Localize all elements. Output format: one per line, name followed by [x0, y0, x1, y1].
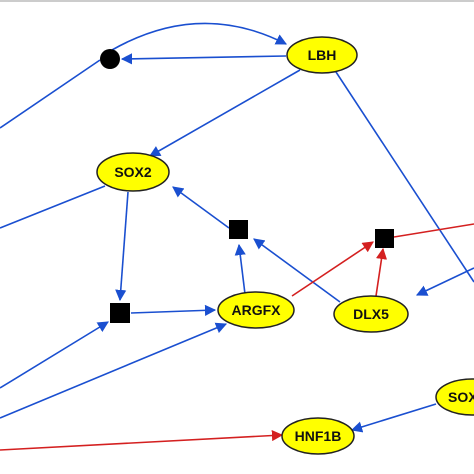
- edge-square-mid-to-sox2: [172, 186, 230, 229]
- node-lbh[interactable]: LBH: [286, 36, 358, 74]
- node-dlx5-label: DLX5: [353, 306, 389, 322]
- edge-left-to-argfx: [0, 322, 228, 419]
- edge-dlx5-to-square-right: [375, 247, 388, 297]
- edge-left-to-square-bottom: [0, 321, 109, 389]
- node-sox2[interactable]: SOX2: [96, 152, 170, 192]
- edge-dlx5-to-square-mid: [253, 238, 341, 303]
- node-hnf1b[interactable]: HNF1B: [281, 417, 355, 455]
- node-argfx-label: ARGFX: [232, 302, 282, 318]
- node-sox2-label: SOX2: [114, 164, 152, 180]
- edge-right-to-square-right: [393, 223, 474, 238]
- edge-left-to-dot: [0, 59, 101, 129]
- edge-dot-to-lbh: [111, 22, 287, 51]
- node-lbh-label: LBH: [308, 47, 337, 63]
- node-dlx5[interactable]: DLX5: [333, 295, 409, 333]
- node-sox-partial[interactable]: SOX: [435, 378, 474, 416]
- edge-left-to-hnf1b: [0, 429, 284, 451]
- complex-square-right: [375, 229, 394, 248]
- edge-sox2-to-square-bottom: [115, 191, 129, 302]
- edge-argfx-to-square-mid: [234, 243, 246, 295]
- complex-square-middle: [229, 220, 248, 239]
- complex-square-bottom: [110, 303, 130, 323]
- node-argfx[interactable]: ARGFX: [217, 291, 295, 329]
- edge-right-to-dlx5: [415, 267, 474, 296]
- edge-lbh-to-sox2: [149, 69, 301, 157]
- edge-sox-to-hnf1b: [350, 403, 437, 433]
- node-hnf1b-label: HNF1B: [295, 428, 342, 444]
- edge-lbh-to-dot: [120, 53, 287, 65]
- edge-argfx-to-square-right: [291, 241, 374, 297]
- node-sox-partial-label: SOX: [448, 389, 474, 405]
- edge-lbh-to-right: [335, 71, 474, 283]
- junction-dot: [100, 49, 120, 69]
- edge-square-bottom-to-argfx: [130, 304, 217, 316]
- edge-left-to-sox2: [0, 185, 106, 229]
